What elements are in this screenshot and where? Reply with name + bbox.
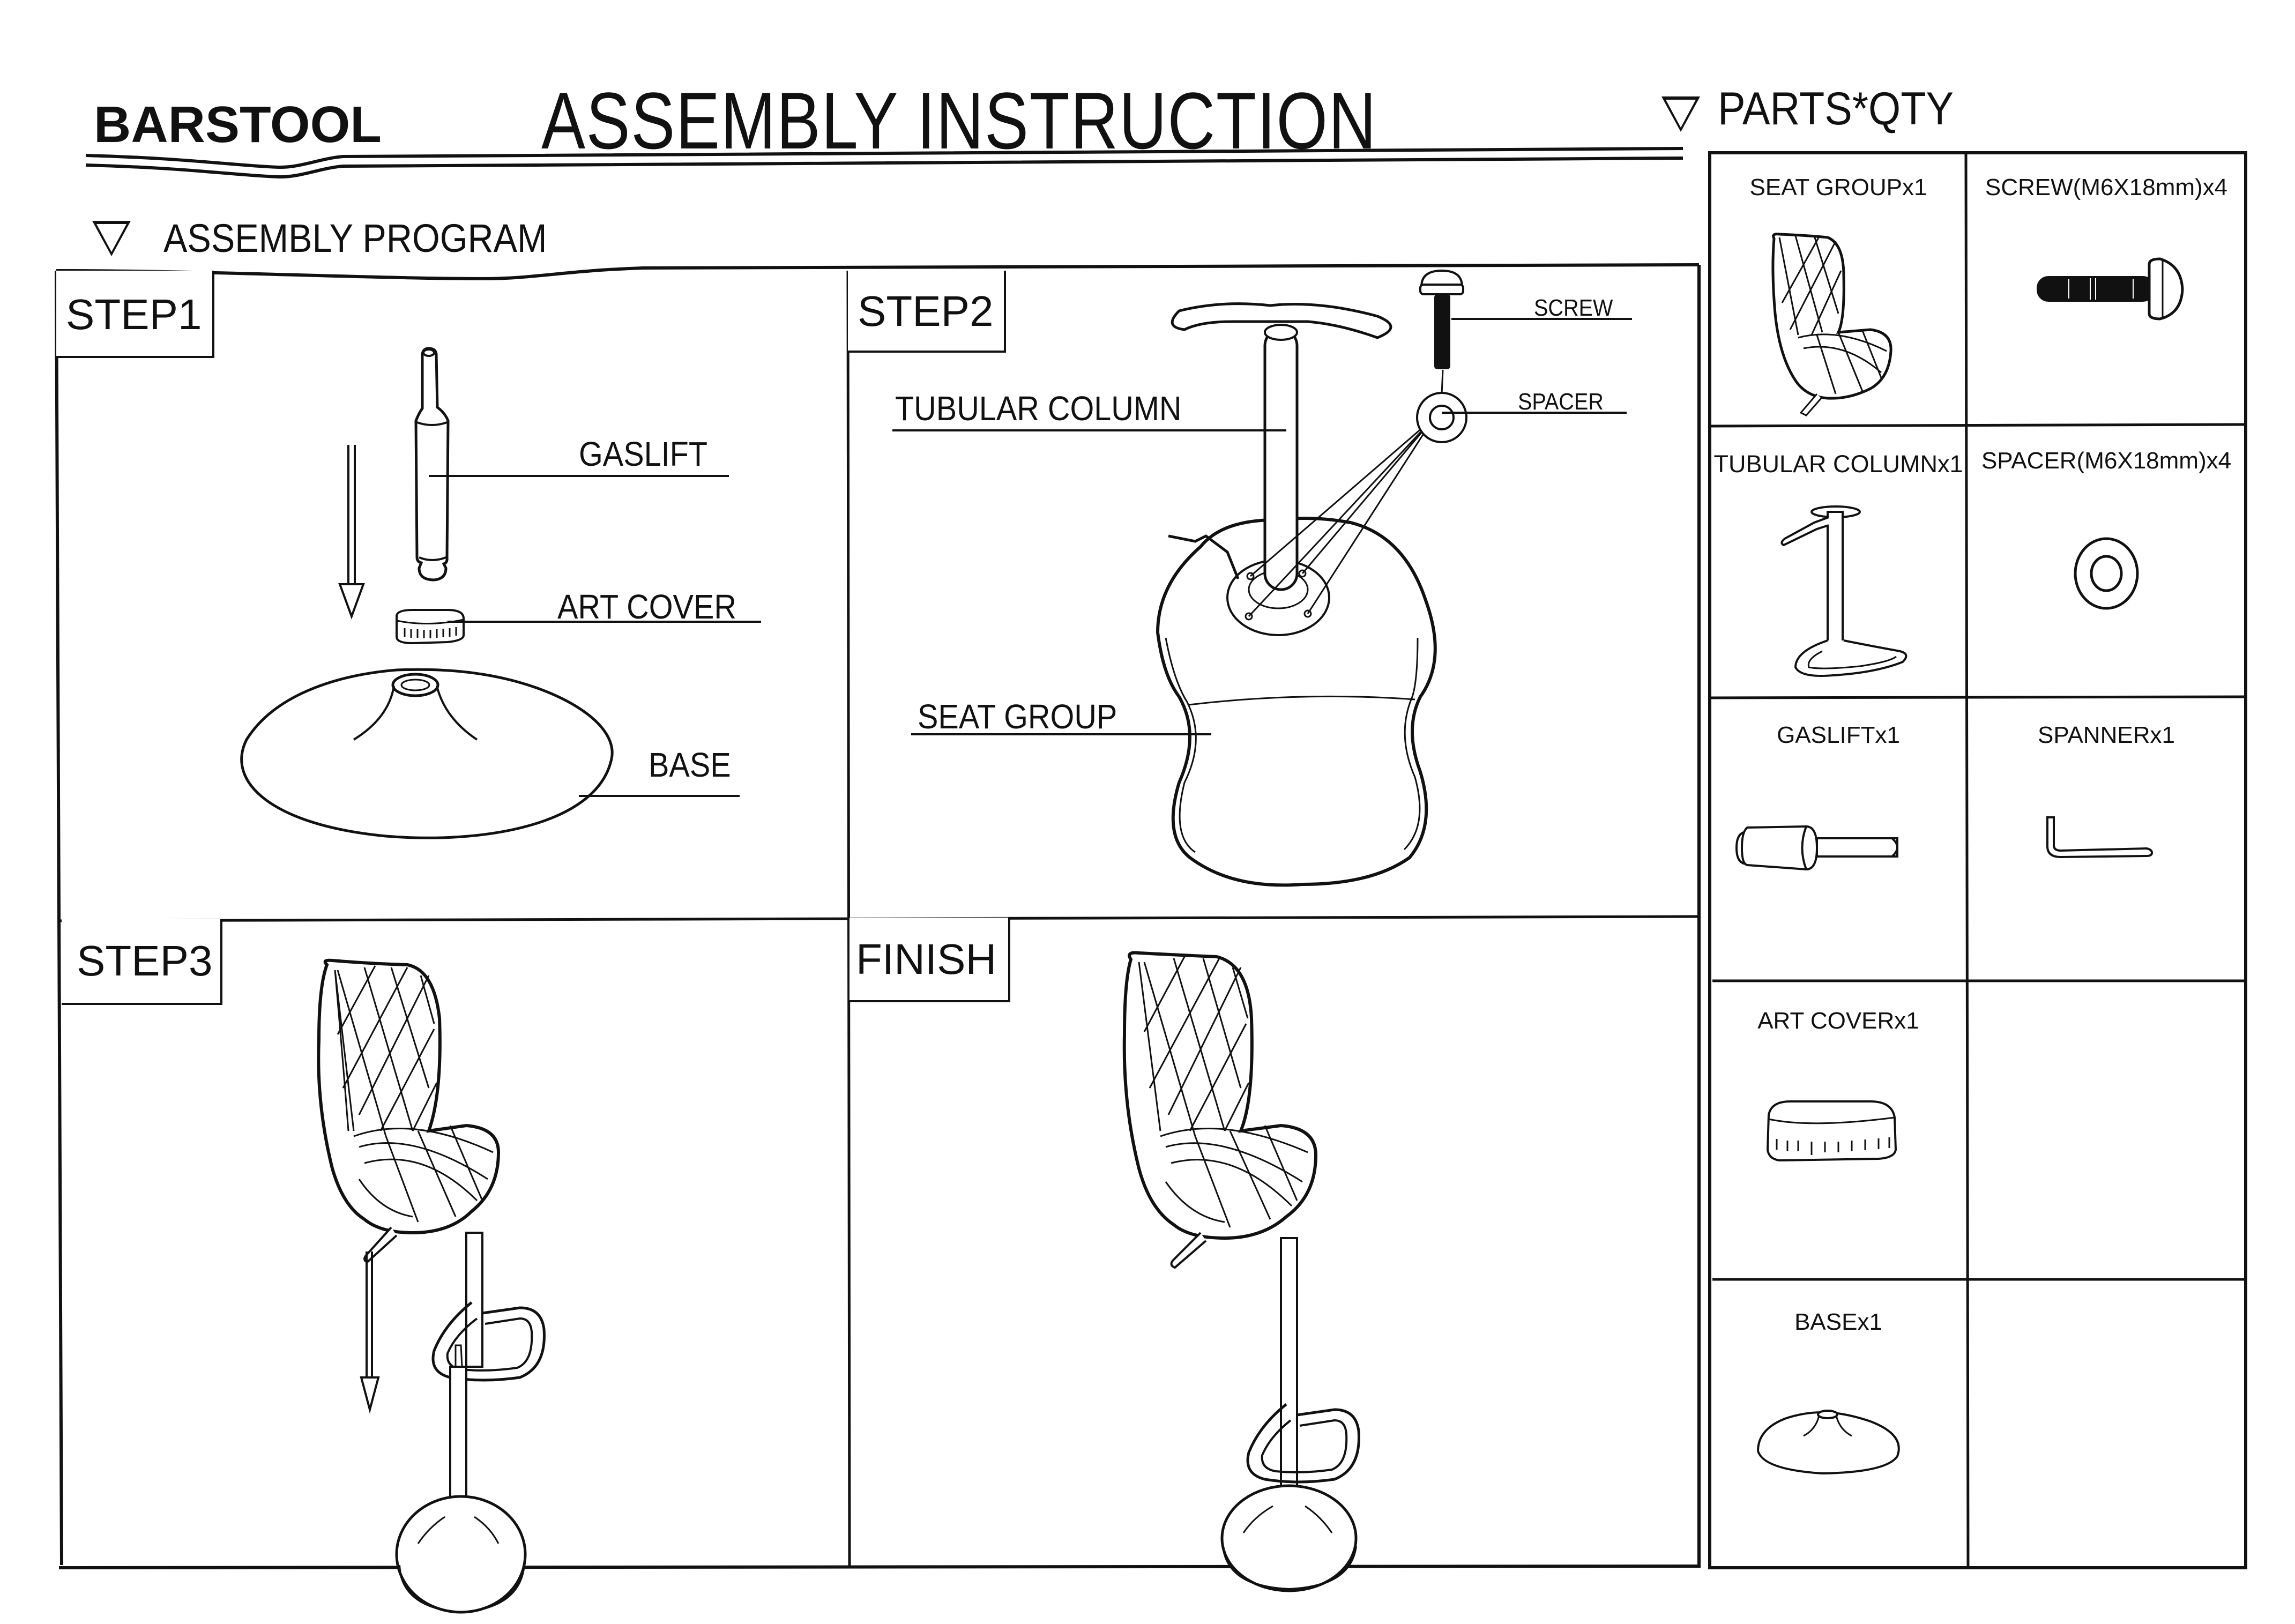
- assembly-program-heading: ASSEMBLY PROGRAM: [163, 219, 590, 258]
- brand-title: BARSTOOL: [94, 96, 382, 153]
- finished-stool-drawing: [1109, 943, 1485, 1586]
- gaslift-base-drawing: [386, 1340, 611, 1592]
- gaslift-icon: [1731, 816, 1956, 891]
- callout-seat-group-text: SEAT GROUP: [918, 697, 1117, 736]
- part-cell-screw: SCREW(M6X18mm)x4: [1967, 153, 2246, 426]
- parts-qty-heading: PARTS*QTY: [1718, 86, 1980, 132]
- callout-screw: SCREW: [1534, 296, 1622, 320]
- part-cell-empty: [1967, 981, 2246, 1279]
- part-label: BASEx1: [1794, 1309, 1882, 1335]
- part-cell-gaslift: GASLIFTx1: [1710, 698, 1967, 981]
- part-label: SEAT GROUPx1: [1749, 174, 1927, 200]
- part-cell-spanner: SPANNERx1: [1967, 698, 2246, 981]
- callout-base: BASE: [649, 748, 740, 782]
- part-cell-seat-group: SEAT GROUPx1: [1710, 153, 1967, 426]
- step-1-tag: STEP1: [56, 271, 214, 358]
- callout-tubular-column: TUBULAR COLUMN: [895, 391, 1213, 426]
- callout-spacer-text: SPACER: [1518, 389, 1604, 415]
- parts-qty-heading-text: PARTS*QTY: [1718, 83, 1954, 135]
- callout-base-text: BASE: [649, 746, 731, 784]
- assembly-program-heading-text: ASSEMBLY PROGRAM: [163, 216, 547, 260]
- stool-seat-column-drawing: [305, 954, 681, 1436]
- spanner-icon: [2042, 813, 2181, 867]
- down-arrow-icon: [332, 439, 375, 622]
- callout-art-cover-text: ART COVER: [557, 587, 736, 626]
- step-2-tag: STEP2: [848, 271, 1006, 353]
- part-cell-art-cover: ART COVERx1: [1710, 981, 1967, 1279]
- down-arrow-icon: [354, 1249, 386, 1420]
- art-cover-drawing: [389, 606, 469, 654]
- finish-tag: FINISH: [850, 918, 1010, 1002]
- seat-group-icon: [1758, 228, 1919, 410]
- base-drawing: [225, 665, 643, 858]
- triangle-bullet-icon: [1661, 96, 1700, 132]
- part-cell-empty: [1967, 1279, 2246, 1568]
- screw-spacer-drawing: [1410, 265, 1474, 442]
- part-label: GASLIFTx1: [1777, 722, 1900, 748]
- callout-seat-group: SEAT GROUP: [918, 699, 1139, 734]
- part-cell-spacer: SPACER(M6X18mm)x4: [1967, 426, 2246, 698]
- part-label: TUBULAR COLUMNx1: [1713, 450, 1963, 478]
- part-cell-base: BASEx1: [1710, 1279, 1967, 1568]
- part-label: SCREW(M6X18mm)x4: [1985, 174, 2228, 200]
- part-label: ART COVERx1: [1757, 1008, 1919, 1034]
- step-3-tag: STEP3: [62, 919, 222, 1005]
- art-cover-icon: [1758, 1099, 1919, 1168]
- base-icon: [1753, 1403, 1924, 1478]
- screw-icon: [2037, 260, 2197, 324]
- part-label: SPACER(M6X18mm)x4: [1981, 448, 2232, 474]
- callout-screw-text: SCREW: [1534, 295, 1613, 321]
- document-title: ASSEMBLY INSTRUCTION: [541, 80, 1560, 161]
- callout-gaslift: GASLIFT: [579, 437, 722, 471]
- callout-gaslift-text: GASLIFT: [579, 435, 708, 473]
- part-label: SPANNERx1: [2038, 722, 2175, 748]
- callout-spacer: SPACER: [1518, 390, 1613, 414]
- callout-art-cover: ART COVER: [557, 590, 756, 624]
- part-cell-tubular-column: TUBULAR COLUMNx1: [1710, 426, 1967, 698]
- spacer-icon: [2074, 536, 2138, 611]
- callout-tubular-column-text: TUBULAR COLUMN: [895, 389, 1182, 428]
- tubular-column-icon: [1763, 496, 1924, 689]
- triangle-bullet-icon: [92, 221, 131, 256]
- document-title-text: ASSEMBLY INSTRUCTION: [541, 76, 1377, 166]
- gaslift-drawing: [386, 343, 493, 611]
- seat-group-underside-drawing: [1126, 268, 1608, 884]
